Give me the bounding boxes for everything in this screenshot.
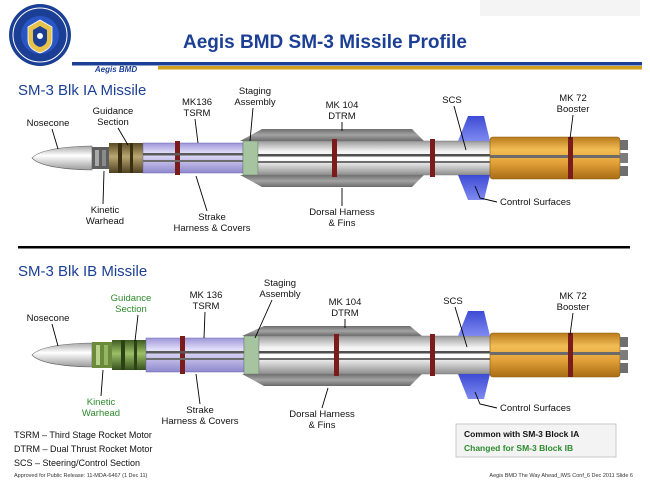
kinetic-warhead-ib	[92, 342, 112, 368]
label-staging-ib-1: Staging	[264, 278, 296, 289]
mk104-dtrm-ib	[258, 335, 494, 375]
label-scs-ib: SCS	[443, 296, 463, 307]
abbr-dtrm: DTRM – Dual Thrust Rocket Motor	[14, 444, 152, 454]
footer-left: Approved for Public Release: 11-MDA-6467…	[14, 473, 148, 479]
mk104-dtrm-ia	[257, 140, 494, 176]
label-strake-ib-2: Harness & Covers	[161, 416, 238, 427]
label-strake-ia-1: Strake	[198, 212, 225, 223]
label-mk136-ib-1: MK 136	[190, 290, 223, 301]
label-nosecone-ib: Nosecone	[27, 313, 70, 324]
label-kinetic-ib-1: Kinetic	[87, 397, 116, 408]
banner-gold-line	[158, 66, 642, 70]
control-surface-lower-ia	[458, 175, 490, 200]
label-guidance-ib-1: Guidance	[111, 293, 152, 304]
labels-block-ia: Nosecone Guidance Section MK136 TSRM Sta…	[27, 86, 590, 234]
banner-blue-line	[72, 62, 642, 66]
label-dorsal-ib-2: & Fins	[309, 420, 336, 431]
missile-block-ia	[31, 116, 628, 200]
label-mk104-ia-1: MK 104	[326, 100, 359, 111]
label-control-ib: Control Surfaces	[500, 403, 571, 414]
staging-assembly-ib	[243, 335, 260, 375]
guidance-section-ib	[112, 340, 146, 370]
label-scs-ia: SCS	[442, 95, 462, 106]
abbr-scs: SCS – Steering/Control Section	[14, 458, 140, 468]
leaders-block-ib	[51, 299, 574, 409]
control-surface-upper-ib	[458, 311, 490, 336]
mk136-tsrm-ib	[145, 337, 245, 373]
labels-block-ib: Nosecone Guidance Section MK 136 TSRM St…	[27, 278, 590, 431]
label-kinetic-ia-1: Kinetic	[91, 205, 120, 216]
mda-seal	[9, 4, 71, 66]
page-title: Aegis BMD SM-3 Missile Profile	[183, 32, 467, 53]
label-mk136-ia-1: MK136	[182, 97, 212, 108]
nosecone-ia	[31, 145, 93, 171]
label-mk72-ia-2: Booster	[557, 104, 590, 115]
label-mk72-ib-1: MK 72	[559, 291, 586, 302]
label-mk72-ib-2: Booster	[557, 302, 590, 313]
label-staging-ib-2: Assembly	[259, 289, 300, 300]
abbr-tsrm: TSRM – Third Stage Rocket Motor	[14, 430, 152, 440]
banner-label-box	[72, 66, 158, 73]
dorsal-fin-lower-ib	[242, 374, 422, 386]
label-strake-ib-1: Strake	[186, 405, 213, 416]
block-ia-heading: SM-3 Blk IA Missile	[18, 82, 146, 99]
block-ib-heading: SM-3 Blk IB Missile	[18, 263, 147, 280]
label-mk72-ia-1: MK 72	[559, 93, 586, 104]
label-mk136-ia-2: TSRM	[184, 108, 211, 119]
label-kinetic-ib-2: Warhead	[82, 408, 120, 419]
label-guidance-ib-2: Section	[115, 304, 147, 315]
legend-common: Common with SM-3 Block IA	[464, 429, 579, 439]
label-guidance-ia-1: Guidance	[93, 106, 134, 117]
label-dorsal-ia-2: & Fins	[329, 218, 356, 229]
label-staging-ia-2: Assembly	[234, 97, 275, 108]
label-staging-ia-1: Staging	[239, 86, 271, 97]
leaders-block-ia	[51, 105, 574, 212]
label-mk104-ia-2: DTRM	[328, 111, 356, 122]
control-surface-lower-ib	[458, 374, 490, 399]
legend-box: Common with SM-3 Block IA Changed for SM…	[455, 423, 617, 458]
label-nosecone-ia: Nosecone	[27, 118, 70, 129]
dorsal-fin-upper-ib	[242, 326, 422, 336]
label-mk104-ib-2: DTRM	[331, 308, 359, 319]
label-dorsal-ia-1: Dorsal Harness	[309, 207, 375, 218]
label-strake-ia-2: Harness & Covers	[173, 223, 250, 234]
label-mk136-ib-2: TSRM	[193, 301, 220, 312]
label-mk104-ib-1: MK 104	[329, 297, 362, 308]
watermark-box	[480, 0, 640, 16]
banner-label: Aegis BMD	[94, 65, 137, 74]
label-kinetic-ia-2: Warhead	[86, 216, 124, 227]
legend-changed: Changed for SM-3 Block IB	[464, 443, 573, 453]
dorsal-fin-lower-ia	[240, 175, 424, 187]
section-divider	[18, 246, 630, 249]
dorsal-fin-upper-ia	[240, 129, 424, 141]
label-guidance-ia-2: Section	[97, 117, 129, 128]
kinetic-warhead-ia	[92, 147, 109, 169]
control-surface-upper-ia	[458, 116, 490, 141]
guidance-section-ia	[109, 143, 143, 173]
missile-block-ib	[31, 311, 628, 399]
label-dorsal-ib-1: Dorsal Harness	[289, 409, 355, 420]
footer-right: Aegis BMD The Way Ahead_IWS Conf_6 Dec 2…	[489, 473, 633, 479]
label-control-ia: Control Surfaces	[500, 197, 571, 208]
mk136-tsrm-ia	[142, 142, 244, 174]
staging-assembly-ia	[242, 140, 259, 176]
nosecone-ib	[31, 342, 93, 368]
